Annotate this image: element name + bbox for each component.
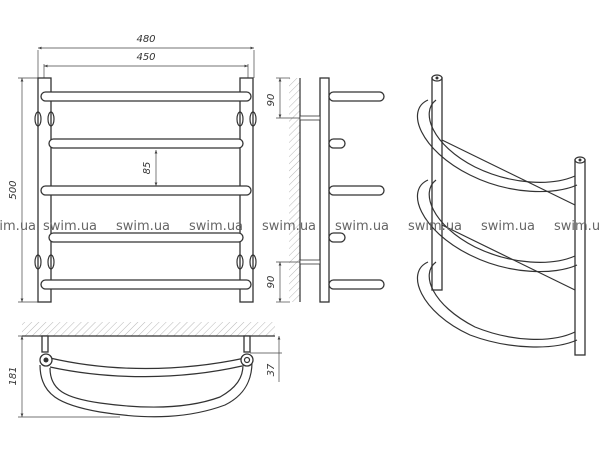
- watermark: swim.ua: [262, 219, 316, 234]
- dim-overall-width: 480: [136, 34, 155, 45]
- dim-depth: 181: [8, 366, 19, 385]
- isometric-view: [416, 74, 586, 356]
- dim-bar-spacing: 85: [142, 162, 153, 175]
- watermark: swim.ua: [116, 219, 170, 234]
- watermark: swim.ua: [481, 219, 535, 234]
- watermark-row: swim.ua swim.ua swim.ua swim.ua swim.ua …: [0, 219, 600, 234]
- dim-height: 500: [8, 180, 19, 199]
- watermark: swim.ua: [554, 219, 600, 234]
- top-view: 181 37: [8, 322, 282, 418]
- dim-axis-width: 450: [136, 52, 155, 63]
- dim-bottom-bracket: 90: [266, 276, 277, 289]
- watermark: swim.ua: [335, 219, 389, 234]
- watermark: swim.ua: [43, 219, 97, 234]
- front-view: 480 450 500 85: [8, 34, 257, 303]
- watermark: swim.ua: [189, 219, 243, 234]
- dim-wall-offset: 37: [266, 363, 277, 376]
- side-view: 90 90: [266, 77, 385, 303]
- dim-top-bracket: 90: [266, 94, 277, 107]
- watermark: swim.ua: [0, 219, 36, 234]
- watermark: swim.ua: [408, 219, 462, 234]
